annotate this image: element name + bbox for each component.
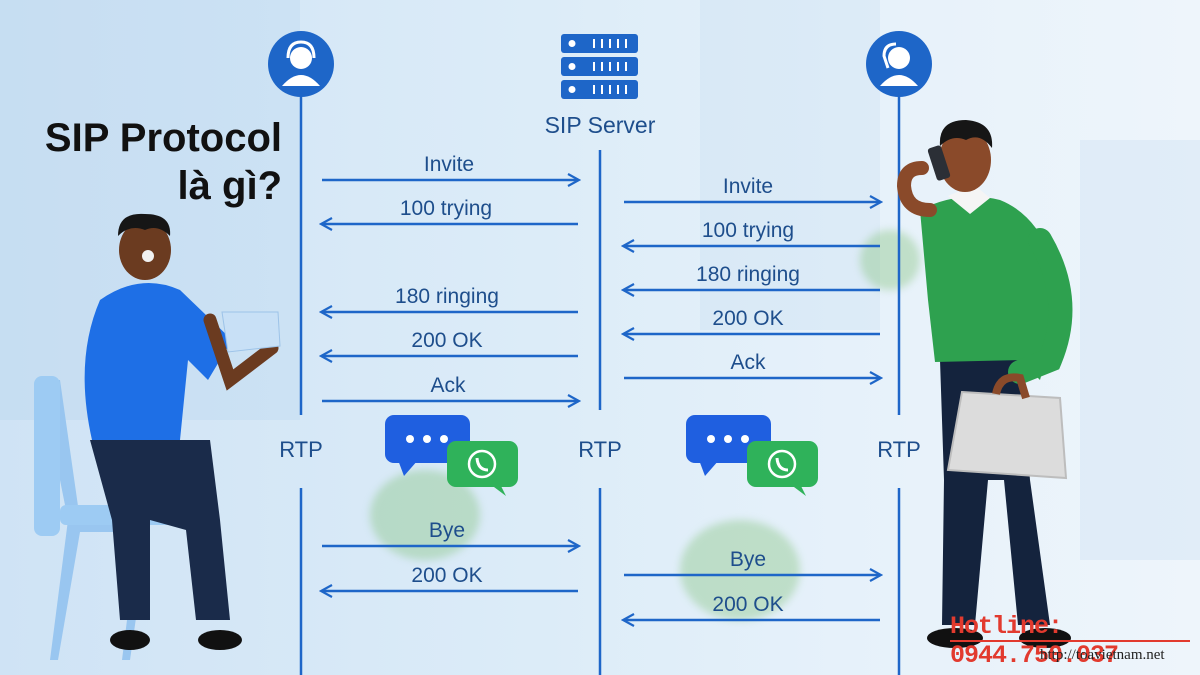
page-title-line1: SIP Protocol <box>44 116 282 160</box>
message-label: 200 OK <box>712 307 783 330</box>
rtp-label-caller: RTP <box>279 437 323 462</box>
message-label: Ack <box>730 351 766 374</box>
message-label: Bye <box>429 519 465 542</box>
message-label: 100 trying <box>400 197 492 220</box>
message-label: Invite <box>723 175 773 198</box>
caller-illustration <box>34 213 281 660</box>
left-message-flow <box>322 180 578 591</box>
message-label: 200 OK <box>712 593 783 616</box>
message-label: Bye <box>730 548 766 571</box>
callee-avatar-icon <box>866 31 932 97</box>
right-message-labels: Invite 100 trying 180 ringing 200 OK Ack… <box>696 175 800 616</box>
server-label: SIP Server <box>545 112 656 138</box>
bg-building <box>1080 140 1200 560</box>
callee-illustration <box>896 120 1073 648</box>
lifelines <box>299 96 901 675</box>
bg-plant <box>860 230 920 290</box>
message-label: 200 OK <box>411 329 482 352</box>
hotline-underline <box>950 640 1190 642</box>
caller-avatar-icon <box>268 31 334 97</box>
rtp-label-callee: RTP <box>877 437 921 462</box>
message-label: 200 OK <box>411 564 482 587</box>
bg-plant <box>680 520 800 620</box>
website-link[interactable]: http://toavietnam.net <box>1040 647 1165 663</box>
message-label: 180 ringing <box>395 285 499 308</box>
phone-bubble-icon <box>747 441 818 496</box>
message-label: Invite <box>424 153 474 176</box>
server-icon <box>561 34 638 99</box>
message-label: Ack <box>430 374 466 397</box>
phone-bubble-icon <box>447 441 518 496</box>
page-title-line2: là gì? <box>177 164 282 208</box>
message-label: 180 ringing <box>696 263 800 286</box>
rtp-label-server: RTP <box>578 437 622 462</box>
left-message-labels: Invite 100 trying 180 ringing 200 OK Ack… <box>395 153 499 587</box>
right-message-flow <box>624 202 880 620</box>
hotline-text: Hotline: 0944.750.037 <box>950 612 1119 670</box>
message-label: 100 trying <box>702 219 794 242</box>
bg-building <box>700 0 880 330</box>
